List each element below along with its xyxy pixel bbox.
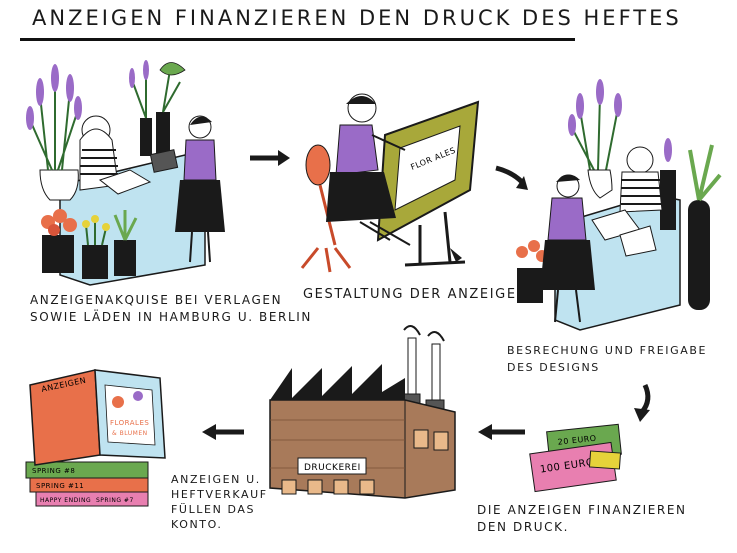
designer-figure	[326, 93, 411, 246]
scene-money: 20 EURO 100 EURO	[529, 423, 622, 493]
vase-icon	[688, 200, 710, 310]
book-spine-4: SPRING #7	[96, 497, 134, 504]
caption-step-design: GESTALTUNG DER ANZEIGE	[303, 287, 517, 302]
caption-step-sales: ANZEIGEN U. HEFTVERKAUF FÜLLEN DAS KONTO…	[171, 473, 268, 531]
magazine-page-subtitle: & BLUMEN	[112, 430, 148, 437]
scene-design: FLOR ALES	[300, 93, 480, 273]
scene-approval	[516, 79, 722, 331]
flower-bucket-icon	[516, 240, 548, 303]
arrow-left-icon	[478, 424, 525, 440]
scene-magazines: HAPPY ENDING SPRING #7 SPRING #11 SPRING…	[25, 369, 166, 507]
caption-step-financing: DIE ANZEIGEN FINANZIEREN DEN DRUCK.	[477, 503, 687, 534]
arrow-down-icon	[634, 383, 651, 422]
scene-ad-acquisition	[26, 60, 225, 286]
shopkeeper-figure	[619, 146, 663, 213]
flower-bucket-icon	[82, 215, 110, 279]
caption-step-approval: BESRECHUNG UND FREIGABE DES DESIGNS	[507, 344, 708, 374]
caption-step-acquisition: ANZEIGENAKQUISE BEI VERLAGEN SOWIE LÄDEN…	[30, 293, 312, 324]
magazine-page-title: FLORALES	[110, 419, 149, 427]
title-underline	[20, 38, 575, 41]
customer-figure	[175, 115, 225, 263]
lavender-plant-icon	[26, 64, 82, 201]
arrow-left-icon	[202, 424, 244, 440]
flower-bucket-icon	[41, 209, 77, 273]
scene-print-shop: DRUCKEREI	[269, 325, 456, 499]
factory-sign: DRUCKEREI	[304, 463, 361, 473]
money-small-label: 20 EURO	[557, 434, 597, 447]
page-title: ANZEIGEN FINANZIEREN DEN DRUCK DES HEFTE…	[32, 6, 682, 30]
arrow-right-icon	[250, 150, 290, 166]
shopkeeper-figure	[79, 115, 119, 191]
plant-bucket-icon	[113, 210, 138, 276]
customer-figure	[540, 174, 595, 323]
arrow-down-right-icon	[495, 165, 528, 190]
lavender-plant-icon	[568, 79, 622, 199]
book-spine-2: SPRING #11	[36, 482, 84, 490]
potted-plant-icon	[129, 60, 186, 156]
book-spine-3: HAPPY ENDING	[40, 497, 91, 504]
book-spine-1: SPRING #8	[32, 467, 75, 475]
